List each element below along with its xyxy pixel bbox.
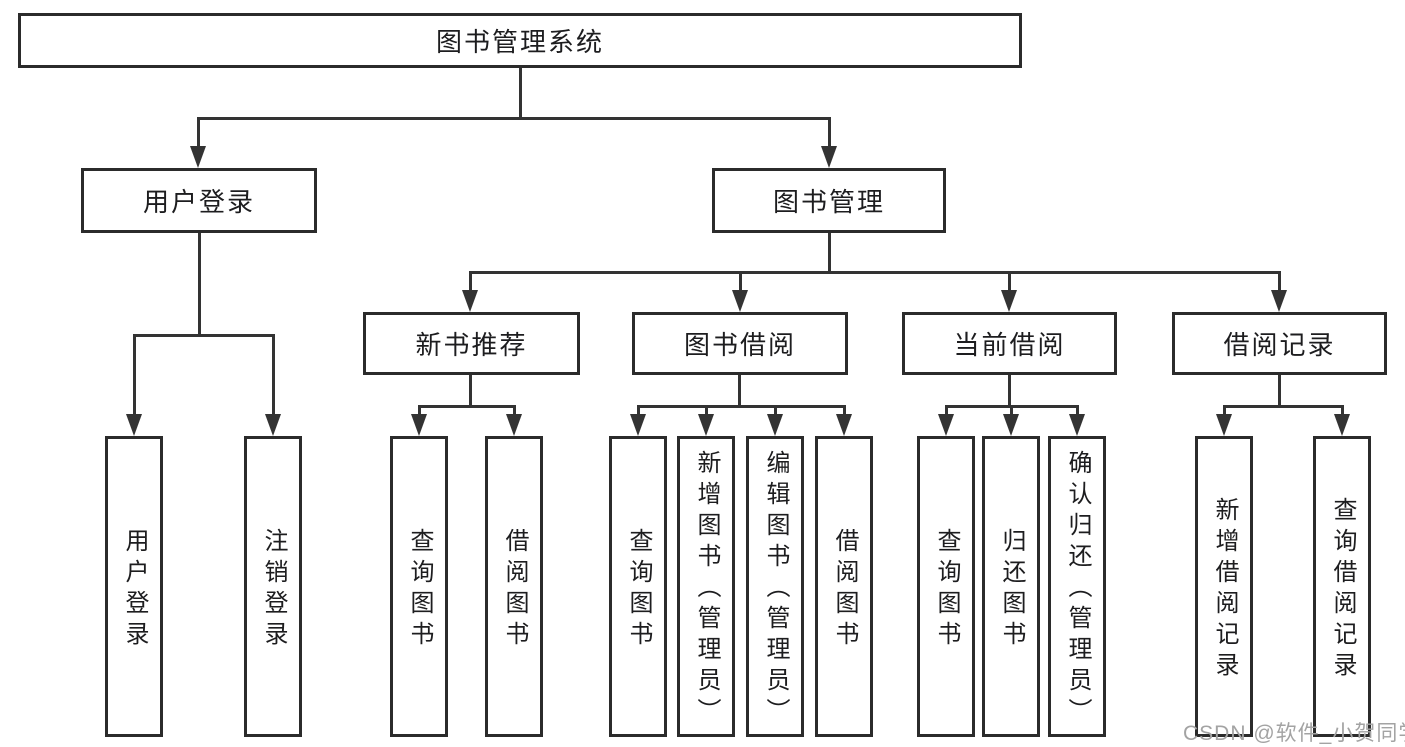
connector-drop-br-query [1341,405,1344,421]
node-borrow-record: 借阅记录 [1172,312,1387,375]
connector-drop-cb-query [945,405,948,421]
arrowhead-cb-return [1003,414,1019,436]
connector-borrow-record-stem [1278,375,1281,406]
leaf-cb-confirm-return-admin: 确认归还（管理员） [1048,436,1106,737]
arrowhead-bb-edit [767,414,783,436]
watermark: CSDN @软件_小贺同学 [1183,722,1405,745]
node-new-book-recommend: 新书推荐 [363,312,580,375]
connector-drop-nb-query [418,405,421,421]
arrowhead-nb-borrow [506,414,522,436]
leaf-user-login: 用户登录 [105,436,163,737]
arrowhead-bb-query [630,414,646,436]
arrowhead-br-add [1216,414,1232,436]
connector-new-book-bar [418,405,516,408]
connector-level2-bar [469,271,1281,274]
node-root: 图书管理系统 [18,13,1022,68]
node-user-login: 用户登录 [81,168,317,233]
leaf-nb-borrow-book: 借阅图书 [485,436,543,737]
leaf-bb-edit-book-admin: 编辑图书（管理员） [746,436,804,737]
arrowhead-login-leaf [126,414,142,436]
connector-root-stem [519,68,522,118]
leaf-nb-query-book: 查询图书 [390,436,448,737]
connector-drop-book-management [828,117,831,153]
arrowhead-cb-confirm [1069,414,1085,436]
connector-drop-book-borrow [739,271,742,296]
connector-borrow-record-bar [1223,405,1343,408]
leaf-cb-return-book: 归还图书 [982,436,1040,737]
leaf-bb-add-book-admin: 新增图书（管理员） [677,436,735,737]
connector-drop-bb-add [705,405,708,421]
connector-drop-cb-return [1010,405,1013,421]
node-book-borrow: 图书借阅 [632,312,848,375]
arrowhead-bb-add [698,414,714,436]
leaf-bb-borrow-book: 借阅图书 [815,436,873,737]
arrowhead-borrow-record [1271,290,1287,312]
connector-drop-cb-confirm [1076,405,1079,421]
arrowhead-logout-leaf [265,414,281,436]
arrowhead-new-book [462,290,478,312]
connector-current-borrow-stem [1008,375,1011,406]
leaf-br-query-record: 查询借阅记录 [1313,436,1371,737]
arrowhead-book-borrow [732,290,748,312]
connector-drop-logout-leaf [272,334,275,420]
arrowhead-current-borrow [1001,290,1017,312]
arrowhead-cb-query [938,414,954,436]
leaf-logout: 注销登录 [244,436,302,737]
connector-drop-br-add [1223,405,1226,421]
arrowhead-bb-borrow [836,414,852,436]
connector-drop-new-book [469,271,472,296]
leaf-cb-query-book: 查询图书 [917,436,975,737]
connector-book-management-stem [828,233,831,272]
node-current-borrow: 当前借阅 [902,312,1117,375]
connector-drop-bb-borrow [843,405,846,421]
node-book-management: 图书管理 [712,168,946,233]
connector-user-login-stem [198,233,201,335]
connector-drop-current-borrow [1008,271,1011,296]
arrowhead-book-management [821,146,837,168]
connector-drop-nb-borrow [513,405,516,421]
connector-drop-user-login [197,117,200,153]
connector-drop-bb-edit [774,405,777,421]
connector-book-borrow-bar [637,405,846,408]
arrowhead-user-login [190,146,206,168]
connector-user-login-bar [133,334,274,337]
connector-drop-borrow-record [1278,271,1281,296]
arrowhead-br-query [1334,414,1350,436]
arrowhead-nb-query [411,414,427,436]
connector-drop-bb-query [637,405,640,421]
leaf-bb-query-book: 查询图书 [609,436,667,737]
connector-book-borrow-stem [738,375,741,406]
connector-drop-login-leaf [133,334,136,420]
connector-new-book-stem [469,375,472,406]
connector-level1-bar [197,117,831,120]
leaf-br-add-record: 新增借阅记录 [1195,436,1253,737]
